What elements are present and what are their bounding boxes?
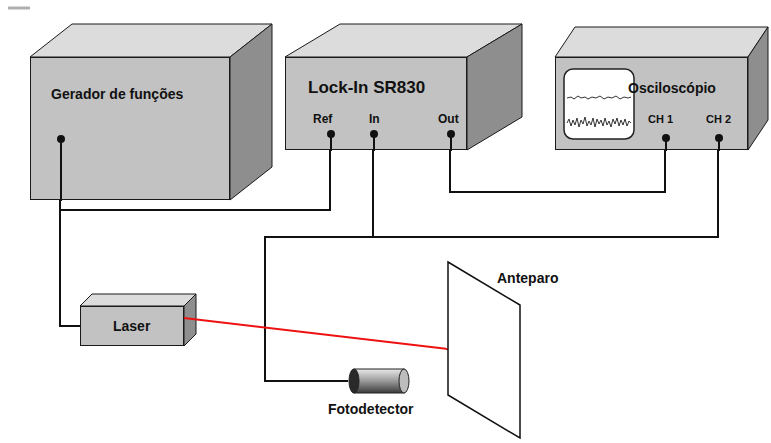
node-title: Lock-In SR830 [308,78,425,98]
box-top-face [80,294,196,306]
node-graphic [31,58,229,199]
box-top-face [555,27,768,57]
photodetector: Fotodetector [348,368,410,394]
node-title: Laser [113,318,150,334]
port-label: CH 2 [706,113,731,126]
box-side-face [467,24,522,150]
corner-dash [8,7,30,10]
screen: Anteparo [446,260,522,440]
oscilloscope: Osciloscópio CH 1 CH 2 [555,57,748,150]
node-title: Gerador de funções [51,86,183,102]
cable [265,150,373,381]
box-side-face [748,27,768,150]
node-title: Anteparo [497,270,558,286]
node-graphic [556,58,747,149]
laser-box: Laser [80,306,184,346]
port-label: In [369,113,380,127]
node-graphic [446,260,522,440]
node-title: Fotodetector [328,401,414,417]
cable [60,200,80,326]
node-title: Osciloscópio [628,80,716,96]
laser-beam [184,318,446,349]
function-generator: Gerador de funções [30,57,230,200]
box-side-face [230,24,272,200]
lock-in-amplifier: Lock-In SR830Ref In Out [285,57,467,150]
port-label: Out [438,113,459,127]
node-graphic [348,368,410,394]
node-graphic [286,58,466,149]
cable [450,150,665,192]
port-label: CH 1 [648,113,673,126]
port-label: Ref [313,113,332,127]
